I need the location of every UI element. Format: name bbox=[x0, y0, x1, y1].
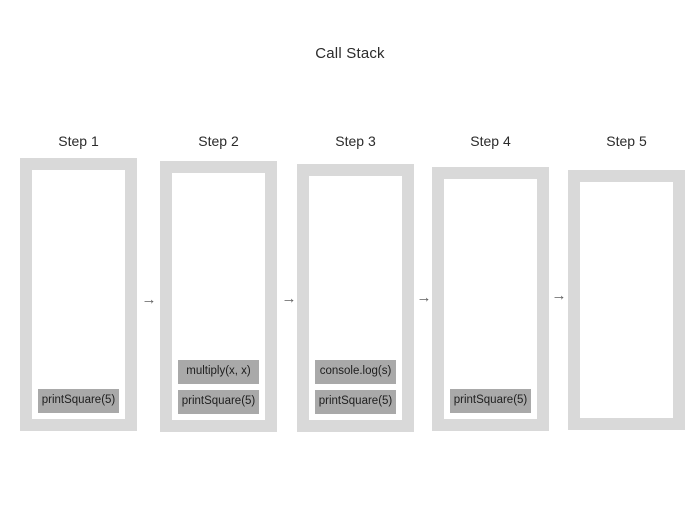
call-stack-frame: printSquare(5) bbox=[315, 390, 396, 414]
step-label-5: Step 5 bbox=[606, 133, 647, 149]
stack-frame-3: console.log(s) printSquare(5) bbox=[297, 164, 414, 432]
stack-interior-2: multiply(x, x) printSquare(5) bbox=[172, 173, 265, 420]
stack-frame-1: printSquare(5) bbox=[20, 158, 137, 431]
stack-frame-5 bbox=[568, 170, 685, 430]
call-stack-frame: printSquare(5) bbox=[450, 389, 531, 413]
call-stack-frame: multiply(x, x) bbox=[178, 360, 259, 384]
stack-frame-4: printSquare(5) bbox=[432, 167, 549, 431]
step-label-3: Step 3 bbox=[335, 133, 376, 149]
stack-interior-3: console.log(s) printSquare(5) bbox=[309, 176, 402, 420]
call-stack-frame: console.log(s) bbox=[315, 360, 396, 384]
stack-interior-1: printSquare(5) bbox=[32, 170, 125, 419]
stack-frame-2: multiply(x, x) printSquare(5) bbox=[160, 161, 277, 432]
stack-interior-4: printSquare(5) bbox=[444, 179, 537, 419]
step-label-4: Step 4 bbox=[470, 133, 511, 149]
step-label-2: Step 2 bbox=[198, 133, 239, 149]
arrow-step-3-to-4: → bbox=[416, 289, 432, 306]
call-stack-frame: printSquare(5) bbox=[38, 389, 119, 413]
arrow-step-2-to-3: → bbox=[281, 290, 297, 307]
page-title: Call Stack bbox=[315, 45, 385, 62]
arrow-step-4-to-5: → bbox=[551, 287, 567, 304]
step-label-1: Step 1 bbox=[58, 133, 99, 149]
call-stack-frame: printSquare(5) bbox=[178, 390, 259, 414]
stack-interior-5 bbox=[580, 182, 673, 418]
arrow-step-1-to-2: → bbox=[141, 291, 157, 308]
